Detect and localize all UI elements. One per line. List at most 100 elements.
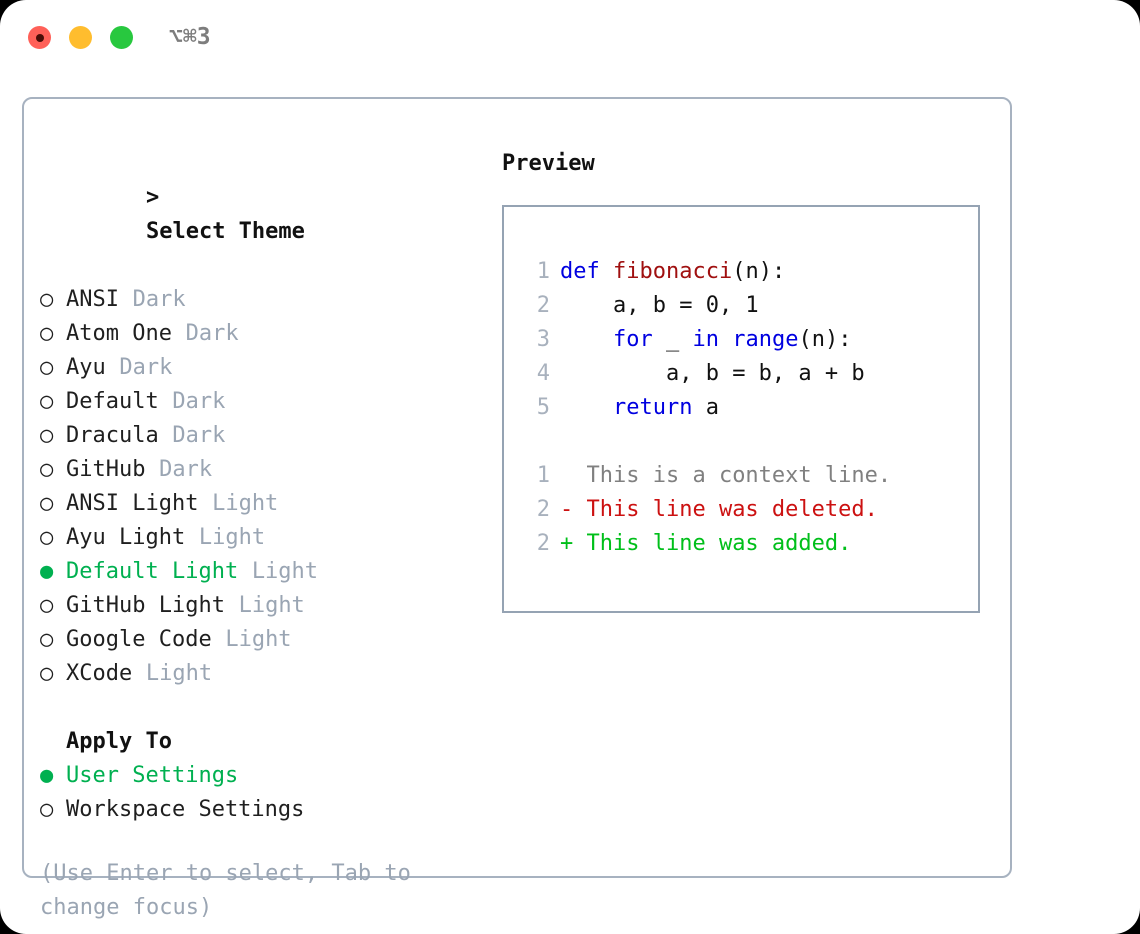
theme-option-kind-badge: Dark [159, 457, 213, 482]
line-number: 1 [536, 259, 550, 284]
radio-unselected-icon: ○ [40, 423, 54, 448]
code-token: fibonacci [612, 259, 733, 284]
diff-marker-icon: - [560, 497, 574, 522]
line-number: 1 [536, 463, 550, 488]
radio-selected-icon: ● [40, 559, 54, 584]
code-token: a, b = b, a + b [665, 361, 865, 386]
diff-text: This line was deleted. [573, 497, 878, 522]
theme-option-label: ANSI Light [66, 491, 199, 516]
theme-option-kind-badge: Light [145, 661, 213, 686]
diff-sample: 1 This is a context line.2- This line wa… [520, 459, 978, 561]
line-number: 4 [536, 361, 550, 386]
theme-option-kind-badge: Dark [172, 389, 226, 414]
code-token: a [705, 395, 719, 420]
theme-option-kind-badge: Light [198, 525, 266, 550]
theme-option-label: ANSI [66, 287, 119, 312]
code-line-text: for _ in range(n): [560, 323, 851, 357]
theme-option-kind-badge: Dark [185, 321, 239, 346]
traffic-light-buttons [28, 26, 133, 49]
code-token: a, b = 0, 1 [612, 293, 759, 318]
radio-unselected-icon: ○ [40, 661, 54, 686]
theme-option-label: Ayu [66, 355, 106, 380]
diff-line-text: + This line was added. [560, 527, 851, 561]
radio-selected-icon: ● [40, 763, 54, 788]
theme-option-atom-one[interactable]: ○ Atom One Dark [40, 317, 480, 351]
theme-option-dracula[interactable]: ○ Dracula Dark [40, 419, 480, 453]
theme-option-label: Default [66, 389, 159, 414]
code-token: range [732, 327, 799, 352]
code-token: for [612, 327, 666, 352]
select-theme-heading-label: Select Theme [145, 219, 305, 244]
diff-text: This line was added. [573, 531, 852, 556]
apply-to-option-label: Workspace Settings [66, 797, 305, 822]
code-token: def [560, 259, 613, 284]
code-token: return [612, 395, 706, 420]
diff-line-ctx: 1 This is a context line. [520, 459, 978, 493]
code-token: (n): [732, 259, 786, 284]
radio-unselected-icon: ○ [40, 627, 54, 652]
line-number: 3 [536, 327, 550, 352]
keyboard-hint-text: (Use Enter to select, Tab to change focu… [40, 861, 425, 920]
keyboard-shortcut-label: ⌥⌘3 [169, 24, 211, 50]
theme-option-label: GitHub Light [66, 593, 225, 618]
code-token: in [692, 327, 733, 352]
code-preview-box: 1 def fibonacci(n): 2 a, b = 0, 1 3 for _ i… [502, 205, 980, 613]
apply-to-heading: Apply To [66, 729, 172, 754]
theme-option-kind-badge: Light [225, 627, 292, 652]
diff-line-del: 2- This line was deleted. [520, 493, 978, 527]
radio-unselected-icon: ○ [40, 389, 54, 414]
apply-to-option-user-settings[interactable]: ● User Settings [40, 759, 480, 793]
apply-to-option-label: User Settings [66, 763, 239, 788]
radio-unselected-icon: ○ [40, 457, 54, 482]
theme-option-kind-badge: Light [212, 491, 279, 516]
line-number: 5 [536, 395, 550, 420]
code-line-text: a, b = b, a + b [560, 357, 865, 391]
radio-unselected-icon: ○ [40, 491, 54, 516]
theme-option-label: Default Light [66, 559, 239, 584]
line-number: 2 [536, 531, 550, 556]
theme-option-kind-badge: Light [251, 559, 319, 584]
theme-option-ansi-light[interactable]: ○ ANSI Light Light [40, 487, 480, 521]
section-spacer [40, 691, 480, 725]
code-line: 5 return a [520, 391, 978, 425]
radio-unselected-icon: ○ [40, 321, 54, 346]
theme-option-kind-badge: Dark [119, 355, 173, 380]
record-indicator-icon [35, 33, 44, 42]
theme-option-default[interactable]: ○ Default Dark [40, 385, 480, 419]
apply-to-list: ● User Settings ○Workspace Settings [40, 759, 480, 827]
close-button[interactable] [28, 26, 51, 49]
code-line: 1 def fibonacci(n): [520, 255, 978, 289]
maximize-button[interactable] [110, 26, 133, 49]
code-line-text: def fibonacci(n): [560, 255, 785, 289]
diff-marker-icon [560, 463, 573, 488]
select-theme-heading: > Select Theme [40, 147, 480, 283]
code-line: 3 for _ in range(n): [520, 323, 978, 357]
code-line-text: a, b = 0, 1 [560, 289, 759, 323]
theme-option-label: Atom One [66, 321, 172, 346]
theme-option-kind-badge: Dark [172, 423, 226, 448]
diff-text: This is a context line. [573, 463, 892, 488]
theme-option-label: Dracula [66, 423, 159, 448]
radio-unselected-icon: ○ [40, 525, 54, 550]
code-token: _ [665, 327, 693, 352]
diff-line-text: This is a context line. [560, 459, 891, 493]
theme-option-kind-badge: Light [238, 593, 305, 618]
diff-line-text: - This line was deleted. [560, 493, 878, 527]
theme-option-kind-badge: Dark [132, 287, 186, 312]
minimize-button[interactable] [69, 26, 92, 49]
code-line: 4 a, b = b, a + b [520, 357, 978, 391]
theme-option-github-light[interactable]: ○ GitHub Light Light [40, 589, 480, 623]
apply-to-option-workspace-settings[interactable]: ○Workspace Settings [40, 793, 480, 827]
radio-unselected-icon: ○ [40, 593, 54, 618]
theme-option-default-light[interactable]: ● Default Light Light [40, 555, 480, 589]
